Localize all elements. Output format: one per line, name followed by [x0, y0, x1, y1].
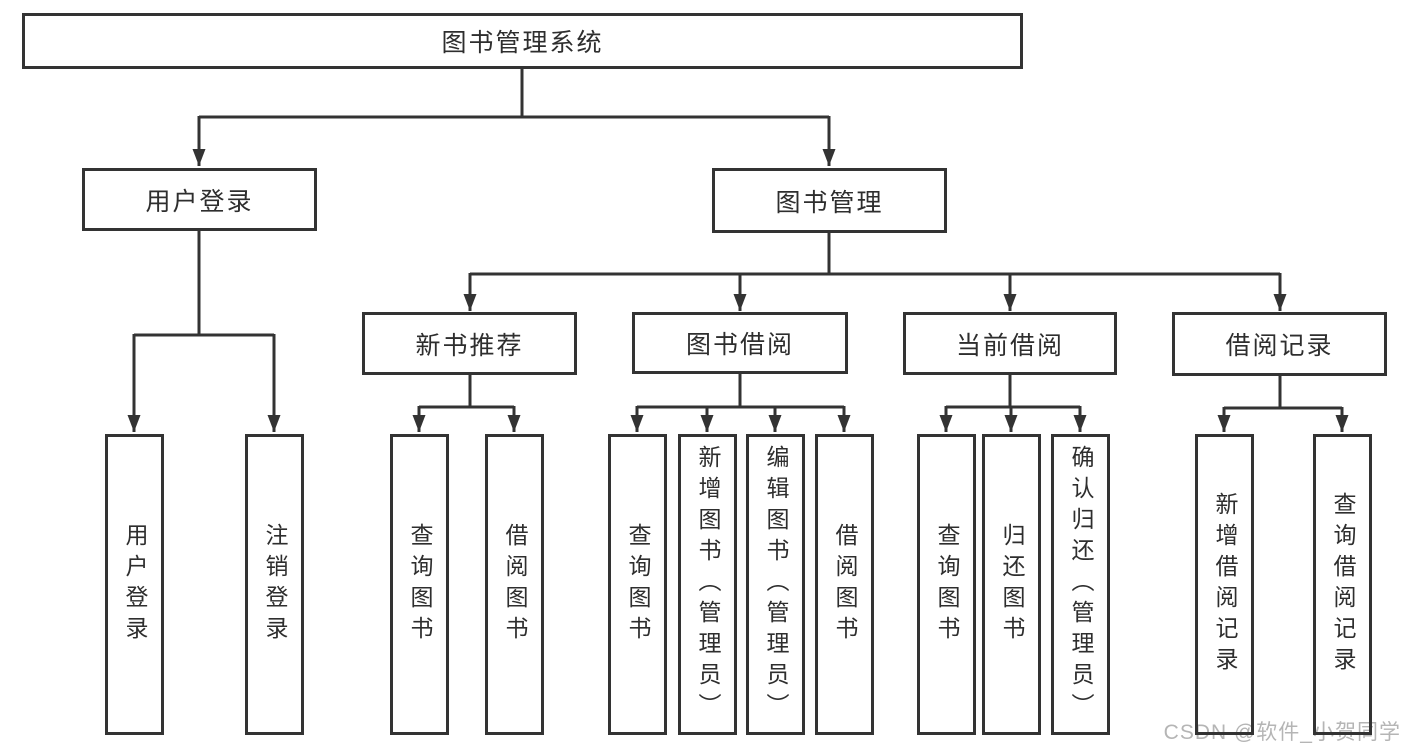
leaf-records-add-record: 新增借阅记录 — [1195, 434, 1254, 735]
leaf-user-login: 用户登录 — [105, 434, 164, 735]
leaf-label: 查询图书 — [934, 522, 960, 647]
node-current-borrowing: 当前借阅 — [903, 312, 1117, 375]
leaf-label: 借阅图书 — [502, 522, 528, 647]
leaf-label: 新增图书（管理员） — [695, 445, 721, 724]
leaf-borrow-edit-books-admin: 编辑图书（管理员） — [746, 434, 805, 735]
node-label: 新书推荐 — [415, 331, 524, 360]
leaf-borrow-query-books: 查询图书 — [608, 434, 667, 735]
leaf-label: 查询图书 — [625, 522, 651, 647]
leaf-label: 新增借阅记录 — [1212, 491, 1238, 678]
leaf-records-query-record: 查询借阅记录 — [1313, 434, 1372, 735]
leaf-label: 注销登录 — [262, 522, 288, 647]
node-book-borrowing: 图书借阅 — [632, 312, 848, 374]
node-label: 当前借阅 — [955, 331, 1064, 360]
leaf-label: 编辑图书（管理员） — [763, 445, 789, 724]
leaf-borrow-add-books-admin: 新增图书（管理员） — [678, 434, 737, 735]
node-new-book-recommend: 新书推荐 — [362, 312, 577, 375]
node-label: 图书管理系统 — [441, 29, 604, 57]
node-book-management: 图书管理 — [712, 168, 947, 233]
node-label: 图书管理 — [775, 188, 884, 217]
leaf-label: 借阅图书 — [832, 522, 858, 647]
node-label: 借阅记录 — [1225, 332, 1334, 360]
leaf-label: 用户登录 — [122, 522, 148, 647]
node-label: 用户登录 — [145, 187, 254, 216]
node-user-login: 用户登录 — [82, 168, 317, 231]
node-library-system: 图书管理系统 — [22, 13, 1023, 69]
leaf-label: 归还图书 — [999, 522, 1025, 647]
leaf-logout-login: 注销登录 — [245, 434, 304, 735]
leaf-current-confirm-return-admin: 确认归还（管理员） — [1051, 434, 1110, 735]
leaf-current-query-books: 查询图书 — [917, 434, 976, 735]
node-label: 图书借阅 — [685, 331, 794, 359]
watermark: CSDN @软件_小贺同学 — [1163, 721, 1401, 744]
leaf-newbook-query-books: 查询图书 — [390, 434, 449, 735]
leaf-borrow-borrow-books: 借阅图书 — [815, 434, 874, 735]
leaf-current-return-books: 归还图书 — [982, 434, 1041, 735]
leaf-label: 查询借阅记录 — [1330, 491, 1356, 678]
leaf-label: 确认归还（管理员） — [1068, 445, 1094, 724]
leaf-newbook-borrow-books: 借阅图书 — [485, 434, 544, 735]
leaf-label: 查询图书 — [407, 522, 433, 647]
node-borrowing-records: 借阅记录 — [1172, 312, 1387, 376]
